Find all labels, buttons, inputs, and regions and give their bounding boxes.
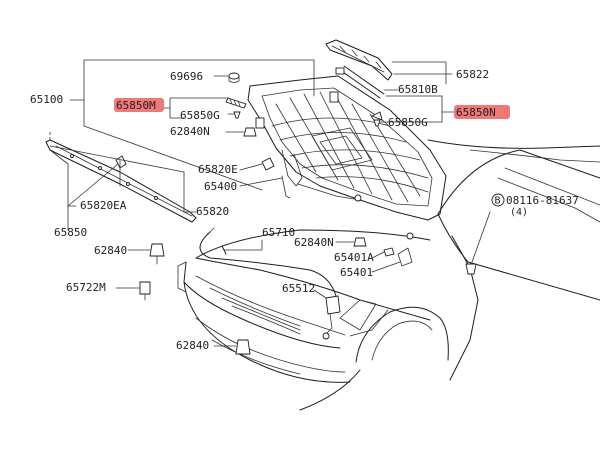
- car-body-outline: [177, 139, 600, 411]
- label-bolt-code: 08116-81637: [506, 194, 579, 207]
- label-65822: 65822: [456, 68, 489, 81]
- hood-seal-65820: [45, 130, 197, 223]
- small-parts-top: [225, 72, 477, 275]
- label-bolt-qty: (4): [510, 207, 528, 218]
- label-62840-bottom: 62840: [176, 339, 209, 352]
- label-62840-left: 62840: [94, 244, 127, 257]
- label-65400: 65400: [204, 180, 237, 193]
- part-labels: 69696 65850M 65850G 62840N 65100 65822 6…: [30, 68, 579, 352]
- label-65401a: 65401A: [334, 251, 374, 264]
- label-65850g-left: 65850G: [180, 109, 220, 122]
- label-65820: 65820: [196, 205, 229, 218]
- label-65100: 65100: [30, 93, 63, 106]
- label-65710: 65710: [262, 226, 295, 239]
- bolt-callout: B 08116-81637 (4): [491, 193, 579, 218]
- label-65722m: 65722M: [66, 281, 106, 294]
- label-62840n-top: 62840N: [170, 125, 210, 138]
- label-65512: 65512: [282, 282, 315, 295]
- label-65820ea: 65820EA: [80, 199, 127, 212]
- label-65850n: 65850N: [456, 106, 496, 119]
- leader-lines: [49, 59, 491, 347]
- label-65820e: 65820E: [198, 163, 238, 176]
- release-cable-65710: [199, 227, 341, 340]
- label-65850g-right: 65850G: [388, 116, 428, 129]
- bolt-type-badge: [491, 193, 505, 207]
- label-62840n-mid: 62840N: [294, 236, 334, 249]
- hood-stay-65810b: [335, 65, 385, 121]
- label-65850: 65850: [54, 226, 87, 239]
- hood-seal-65822: [325, 39, 393, 81]
- highlight-65850m: [114, 98, 164, 112]
- label-65810b: 65810B: [398, 83, 438, 96]
- label-69696: 69696: [170, 70, 203, 83]
- label-65401: 65401: [340, 266, 373, 279]
- label-65850m: 65850M: [116, 99, 156, 112]
- highlight-65850n: [454, 105, 510, 119]
- small-parts-left: [139, 243, 251, 355]
- hood-panel: [247, 75, 447, 221]
- bolt-type-letter: B: [495, 196, 501, 207]
